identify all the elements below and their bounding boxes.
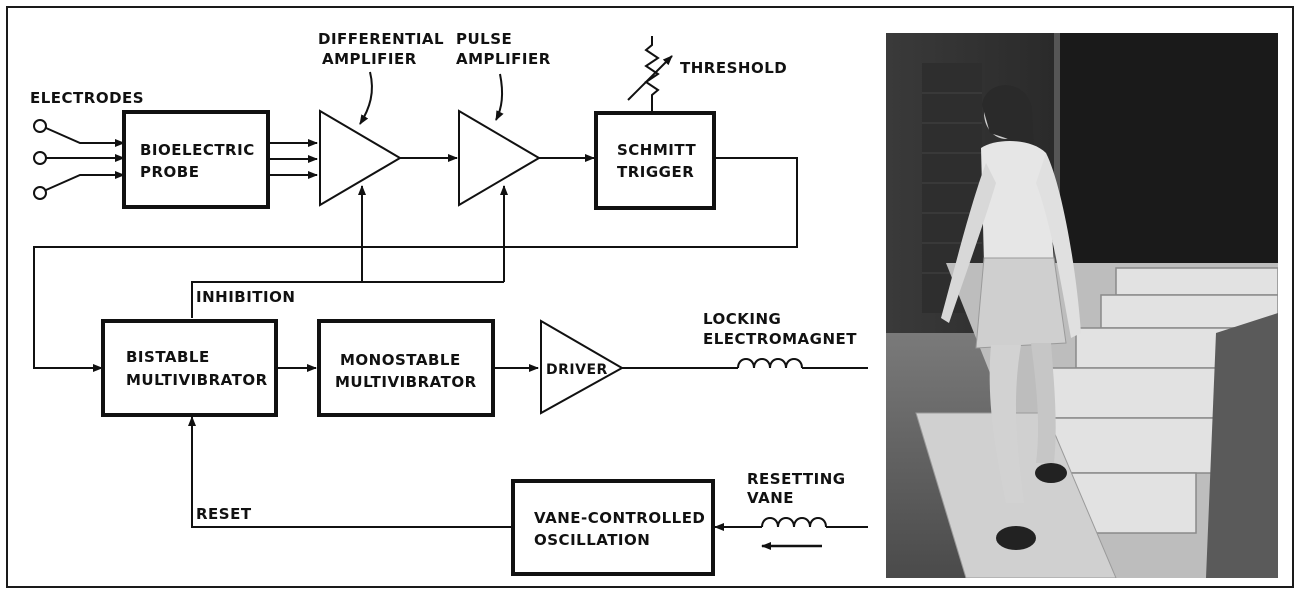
vane-label-2: OSCILLATION [534, 531, 650, 549]
block-diagram: ELECTRODES BIOELECTRIC PROBE DIFFERENTIA… [30, 30, 868, 576]
monostable-multivibrator-block: MONOSTABLE MULTIVIBRATOR [317, 319, 495, 417]
woman-figure [941, 85, 1081, 550]
vane-label-1: VANE-CONTROLLED [534, 509, 705, 527]
locking-electromagnet-coil [737, 358, 803, 369]
differential-amplifier-label-2: AMPLIFIER [322, 50, 417, 68]
bistable-multivibrator-block: BISTABLE MULTIVIBRATOR [101, 319, 278, 417]
resetting-vane-label-2: VANE [747, 489, 794, 507]
bioelectric-probe-label-1: BIOELECTRIC [140, 141, 255, 159]
electrode-3 [33, 186, 47, 200]
schmitt-trigger-label-1: SCHMITT [617, 141, 696, 159]
monostable-label-2: MULTIVIBRATOR [335, 373, 477, 391]
threshold-label: THRESHOLD [680, 59, 787, 77]
bioelectric-probe-block: BIOELECTRIC PROBE [122, 110, 270, 209]
reset-label: RESET [196, 505, 252, 523]
differential-amplifier-label-1: DIFFERENTIAL [318, 30, 444, 48]
inhibition-label: INHIBITION [196, 288, 295, 306]
pulse-amplifier-triangle [458, 109, 541, 207]
electrode-terminals [33, 119, 125, 200]
driver-label: DRIVER [546, 362, 608, 378]
resetting-vane-label-1: RESETTING [747, 470, 846, 488]
bioelectric-probe-label-2: PROBE [140, 163, 199, 181]
threshold-resistor-icon [627, 36, 673, 113]
photo-woman-on-stairs [886, 33, 1278, 578]
pulse-amplifier-label-2: AMPLIFIER [456, 50, 551, 68]
driver-triangle [540, 319, 625, 415]
vane-controlled-oscillation-block: VANE-CONTROLLED OSCILLATION [511, 479, 715, 576]
electrodes-label: ELECTRODES [30, 89, 144, 107]
differential-amplifier-triangle [319, 109, 402, 207]
schmitt-trigger-block: SCHMITT TRIGGER [594, 111, 716, 210]
locking-electromagnet-label-1: LOCKING [703, 310, 781, 328]
bistable-label-2: MULTIVIBRATOR [126, 371, 268, 389]
bistable-label-1: BISTABLE [126, 348, 210, 366]
monostable-label-1: MONOSTABLE [340, 351, 461, 369]
pulse-amplifier-label-1: PULSE [456, 30, 512, 48]
resetting-vane-coil [761, 517, 827, 528]
figure-frame [6, 6, 1294, 588]
locking-electromagnet-label-2: ELECTROMAGNET [703, 330, 857, 348]
schmitt-trigger-label-2: TRIGGER [617, 163, 694, 181]
electrode-1 [33, 119, 47, 133]
electrode-2 [33, 151, 47, 165]
